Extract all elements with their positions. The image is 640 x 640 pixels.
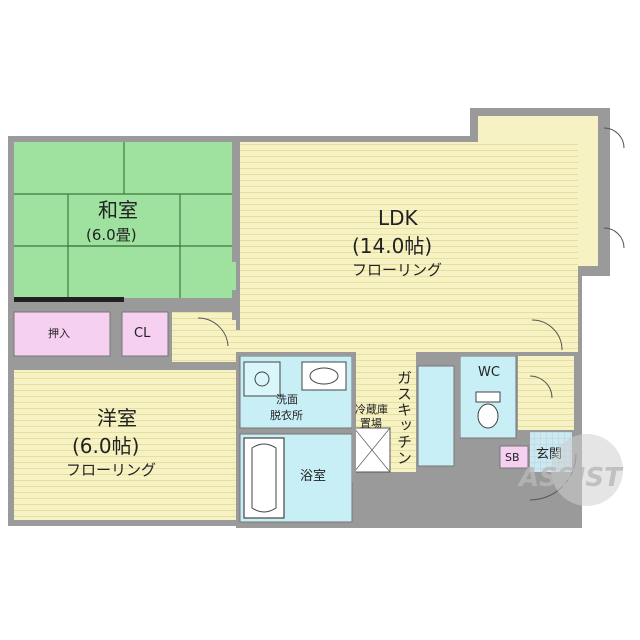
entrance-hall [518, 356, 574, 430]
sb-label: SB [505, 451, 520, 464]
reizouko-label-1: 冷蔵庫 [355, 403, 388, 416]
hallway-2 [236, 330, 354, 352]
closet-room [121, 311, 169, 357]
wc-label: WC [478, 365, 500, 380]
ldk-room [240, 142, 578, 352]
window-swing-2 [603, 227, 625, 249]
wash-basin [301, 361, 347, 391]
door-swing-2 [531, 319, 563, 351]
bathtub-inner-icon [251, 443, 277, 513]
youshitsu-size: (6.0帖) [72, 434, 140, 458]
bathtub [243, 437, 285, 519]
watermark-text: ASSIST [517, 463, 624, 493]
reizouko-label-2: 置場 [360, 417, 382, 430]
ldk-name: LDK [378, 206, 418, 230]
closet-label: CL [134, 326, 151, 341]
washing-machine-pan [243, 361, 281, 397]
toilet-bowl-icon [477, 403, 499, 429]
youshitsu-floor: フローリング [66, 461, 157, 479]
oshiire-label: 押入 [48, 327, 70, 340]
door-swing-1 [197, 317, 229, 347]
kitchen-counter [417, 365, 455, 467]
drain-icon [254, 371, 270, 387]
kitchen-label: ガスキッチン [395, 370, 413, 466]
window-swing-1 [603, 127, 625, 149]
senmen-label-2: 脱衣所 [270, 409, 303, 422]
youshitsu-room [14, 370, 236, 520]
oshiire-room [13, 311, 111, 357]
hallway [172, 312, 236, 368]
ldk-size: (14.0帖) [352, 234, 433, 258]
yokushitsu-label: 浴室 [300, 469, 327, 484]
senmen-label-1: 洗面 [276, 393, 298, 406]
washitsu-name: 和室 [98, 198, 138, 222]
washitsu-size: (6.0畳) [86, 226, 137, 244]
washitsu-room [14, 142, 236, 302]
youshitsu-name: 洋室 [97, 406, 137, 430]
door-swing-3 [529, 375, 553, 399]
assist-watermark: ASSIST [517, 434, 624, 506]
toilet-tank [475, 391, 501, 403]
ldk-floor: フローリング [352, 261, 443, 279]
basin-bowl-icon [309, 367, 339, 385]
sb-box [499, 445, 529, 469]
